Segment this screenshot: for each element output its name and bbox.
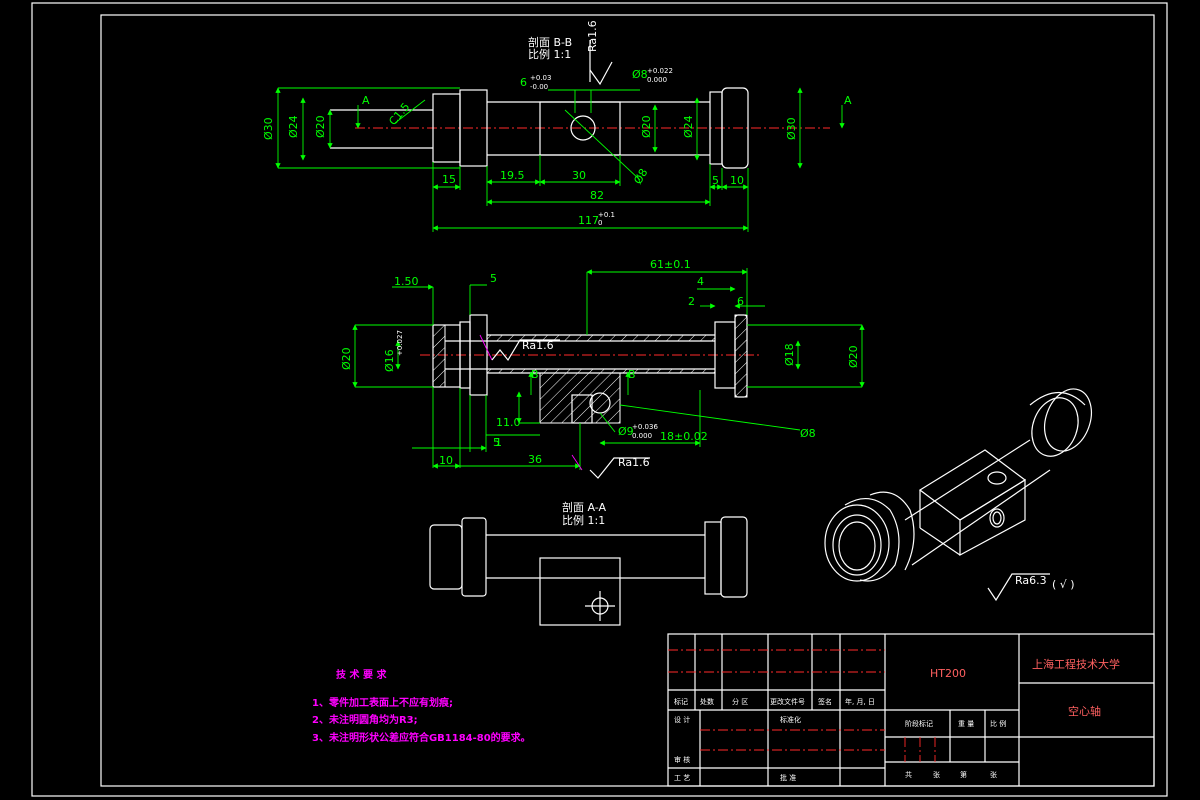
dim-61: 61±0.1 [650, 258, 691, 271]
dim-d30-left: Ø30 [262, 117, 275, 140]
dim-11: 11.0 [496, 416, 521, 429]
dim-4: 4 [697, 275, 704, 288]
dim-36: 36 [528, 453, 542, 466]
dim-d18: Ø18 [783, 343, 796, 366]
dim-d20-right: Ø20 [640, 115, 653, 138]
dim-d8-leader: Ø8 [631, 166, 650, 186]
label-sign: 签名 [818, 697, 832, 706]
dim-18-tol: 18±0.02 [660, 430, 708, 443]
dim-d20-mid-left: Ø20 [340, 347, 353, 370]
section-mark-b-right: B [628, 368, 636, 381]
title-block: HT200 上海工程技术大学 空心轴 标记 处数 分 区 更改文件号 签名 年,… [667, 633, 1155, 787]
label-sheet-2: 张 [990, 770, 997, 779]
cross-hole [570, 115, 596, 141]
tech-item-1: 1、零件加工表面上不应有划痕; [312, 696, 453, 709]
label-review: 审 核 [674, 755, 690, 764]
section-bb-title: 剖面 B-B [528, 35, 572, 49]
label-approve: 批 准 [780, 773, 796, 782]
dim-117-upper: +0.1 [598, 211, 615, 219]
dim-117-lower: 0 [598, 219, 602, 227]
dim-d16: Ø16 [383, 349, 396, 372]
dim-d8-mid: Ø8 [800, 427, 816, 440]
main-section-view: 1.50 5 61±0.1 4 2 6 Ø20 Ø16 +0.027 Ø18 Ø… [340, 258, 865, 479]
label-scale: 比 例 [990, 719, 1006, 728]
tech-title: 技 术 要 求 [336, 668, 387, 681]
tech-item-2: 2、未注明圆角均为R3; [312, 713, 418, 726]
ra-top: Ra1.6 [586, 20, 599, 52]
dim-d8-lower: 0.000 [647, 76, 667, 84]
label-zone: 分 区 [732, 697, 748, 706]
dim-19-5: 19.5 [500, 169, 525, 182]
section-mark-b-left: B [531, 368, 539, 381]
label-design: 设 计 [674, 715, 690, 724]
dim-2: 2 [688, 295, 695, 308]
dim-d9: Ø9 [618, 425, 634, 438]
dim-6: 6 [520, 76, 527, 89]
dim-30: 30 [572, 169, 586, 182]
label-count: 处数 [700, 697, 714, 706]
dim-10-top: 10 [730, 174, 744, 187]
tech-requirements: 技 术 要 求 1、零件加工表面上不应有划痕; 2、未注明圆角均为R3; 3、未… [312, 668, 531, 744]
dim-d20-left: Ø20 [314, 115, 327, 138]
dim-d20-mid-right: Ø20 [847, 345, 860, 368]
cross-block [539, 101, 621, 156]
dim-d8-top: Ø8 [632, 68, 648, 81]
dim-d24-right: Ø24 [682, 115, 695, 138]
material: HT200 [930, 667, 966, 680]
school-name: 上海工程技术大学 [1032, 657, 1120, 671]
dim-1-mid: 1 [495, 436, 502, 449]
block-section [539, 372, 621, 424]
sheet-frame [31, 2, 1168, 797]
dim-d9-upper: +0.036 [632, 423, 658, 431]
dim-6-lower: -0.00 [530, 83, 548, 91]
label-date: 年, 月, 日 [845, 697, 875, 706]
label-standard: 标准化 [780, 715, 801, 724]
section-aa-scale: 比例 1:1 [562, 513, 605, 527]
dim-6-mid: 6 [737, 295, 744, 308]
part-name: 空心轴 [1068, 704, 1101, 718]
label-change-doc: 更改文件号 [770, 697, 805, 706]
section-mark-a-left: A [362, 94, 370, 107]
roughness-value: Ra6.3 [1015, 574, 1047, 587]
left-flange [459, 89, 488, 167]
dim-6-upper: +0.03 [530, 74, 551, 82]
dim-d16-tol: +0.027 [396, 330, 404, 356]
aa-block [539, 557, 621, 626]
dim-d24-left: Ø24 [287, 115, 300, 138]
section-aa-title: 剖面 A-A [562, 500, 607, 514]
dim-82: 82 [590, 189, 604, 202]
section-bb-view: 剖面 B-B 比例 1:1 Ø30 Ø24 Ø20 Ø20 Ø24 Ø30 [262, 20, 852, 232]
dim-d30-right: Ø30 [785, 117, 798, 140]
tech-item-3: 3、未注明形状公差应符合GB1184-80的要求。 [312, 731, 531, 744]
dim-117: 117 [578, 214, 599, 227]
dim-5-mid: 5 [490, 272, 497, 285]
label-stage: 阶段标记 [905, 719, 933, 728]
chamfer-note: C1.5 [386, 100, 412, 128]
roughness-paren: ( √ ) [1052, 578, 1075, 591]
label-process: 工 艺 [674, 774, 690, 782]
label-total: 共 [905, 770, 912, 779]
dim-1-50: 1.50 [394, 275, 419, 288]
label-sheet-1: 张 [933, 770, 940, 779]
roughness-general: Ra6.3 ( √ ) [987, 573, 1075, 602]
isometric-view [824, 388, 1092, 582]
dim-5-top: 5 [712, 174, 719, 187]
ra-mid-1: Ra1.6 [522, 339, 554, 352]
section-mark-a-right: A [844, 94, 852, 107]
dim-5-lower: 5 [493, 436, 500, 449]
right-flange [721, 87, 749, 169]
dim-d8-upper: +0.022 [647, 67, 673, 75]
dim-15: 15 [442, 173, 456, 186]
dim-10-mid: 10 [439, 454, 453, 467]
dim-d9-lower: 0.000 [632, 432, 652, 440]
section-bb-scale: 比例 1:1 [528, 47, 571, 61]
label-mark: 标记 [674, 697, 688, 706]
label-no: 第 [960, 770, 967, 779]
label-weight: 重 量 [958, 720, 974, 728]
ra-mid-2: Ra1.6 [618, 456, 650, 469]
section-aa-view: 剖面 A-A 比例 1:1 [429, 500, 748, 626]
